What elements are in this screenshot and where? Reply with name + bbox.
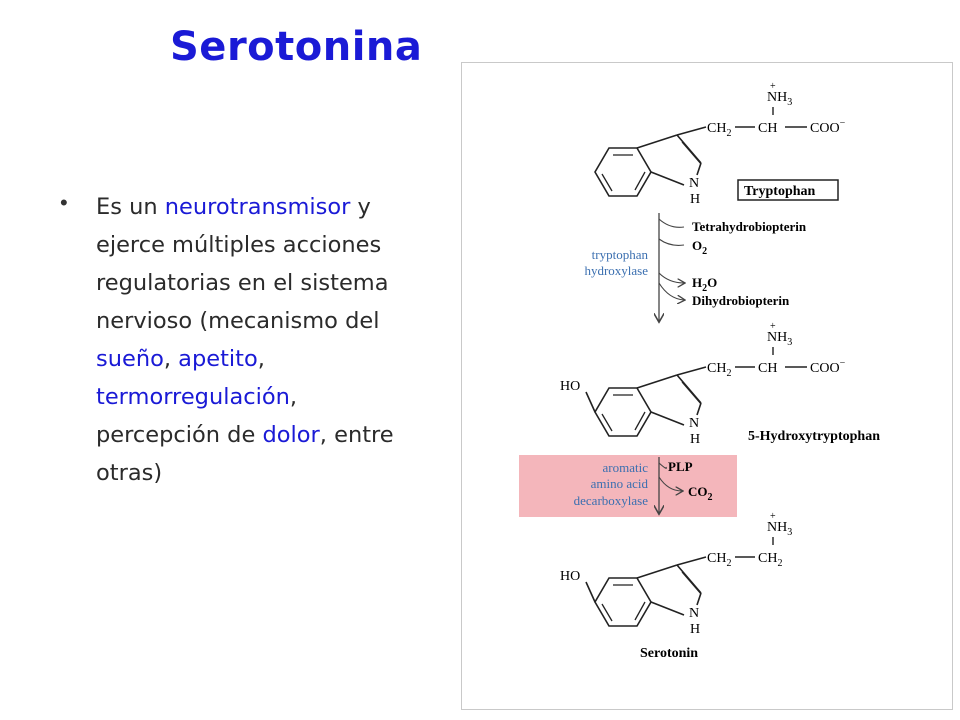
water-output: H2O	[692, 275, 717, 294]
slide-title: Serotonina	[170, 24, 423, 70]
highlighted-term: sueño	[96, 346, 164, 372]
svg-text:N: N	[689, 416, 699, 431]
bullet-text-segment: ,	[257, 346, 265, 372]
bullet-text-segment: , percepción de	[96, 384, 298, 448]
decarboxylase-highlight	[519, 455, 737, 517]
hydroxytryptophan-molecule: HO N H CH2 CH COO− NH3 + 5-Hydroxytrypto…	[560, 321, 880, 447]
tryptophan-ring-h: H	[690, 192, 700, 207]
cofactor-tetrahydrobiopterin: Tetrahydrobiopterin	[692, 219, 807, 234]
serotonin-synthesis-figure: N H CH2 CH COO− NH3 + Tryptophan Tetrahy…	[461, 62, 953, 710]
highlighted-term: neurotransmisor	[164, 194, 351, 220]
pathway-diagram: N H CH2 CH COO− NH3 + Tryptophan Tetrahy…	[519, 81, 880, 661]
bullet-list: • Es un neurotransmisor y ejerce múltipl…	[60, 188, 405, 492]
svg-text:H: H	[690, 432, 700, 447]
serotonin-molecule: HO N H CH2 CH2 NH3 + Serotonin	[560, 511, 792, 661]
step1-hydroxylation: Tetrahydrobiopterin O2 H2O Dihydrobiopte…	[584, 213, 807, 321]
svg-text:NH3: NH3	[767, 520, 792, 538]
bullet-text-segment: , entre otras)	[96, 422, 394, 486]
bullet-dot-icon: •	[60, 190, 68, 215]
co2-output: CO2	[688, 484, 713, 503]
svg-text:+: +	[770, 511, 776, 522]
highlighted-term: dolor	[262, 422, 320, 448]
svg-text:N: N	[689, 606, 699, 621]
svg-text:+: +	[770, 321, 776, 332]
bullet-text-segment: Es un	[96, 194, 165, 220]
hydroxytryptophan-label: 5-Hydroxytryptophan	[748, 429, 880, 444]
svg-text:CH2: CH2	[707, 121, 731, 139]
svg-text:NH3: NH3	[767, 330, 792, 348]
svg-text:+: +	[770, 81, 776, 92]
step2-decarboxylation: PLP CO2 aromatic amino acid decarboxylas…	[519, 455, 737, 517]
enzyme-decarboxylase-line1: aromatic	[603, 460, 649, 475]
svg-text:COO−: COO−	[810, 358, 846, 376]
tryptophan-label: Tryptophan	[744, 184, 816, 199]
highlighted-term: apetito	[178, 346, 258, 372]
tryptophan-molecule: N H CH2 CH COO− NH3 + Tryptophan	[594, 81, 846, 207]
enzyme-tryptophan-hydroxylase-line2: hydroxylase	[584, 263, 648, 278]
svg-text:COO−: COO−	[810, 118, 846, 136]
svg-text:HO: HO	[560, 569, 580, 584]
enzyme-decarboxylase-line2: amino acid	[591, 476, 649, 491]
svg-text:H: H	[690, 622, 700, 637]
bullet-text-segment: ,	[163, 346, 179, 372]
svg-text:CH: CH	[758, 361, 777, 376]
svg-text:CH2: CH2	[707, 361, 731, 379]
enzyme-decarboxylase-line3: decarboxylase	[574, 493, 649, 508]
tryptophan-ring-n: N	[689, 176, 699, 191]
svg-text:CH: CH	[758, 121, 777, 136]
highlighted-term: termorregulación	[96, 384, 290, 410]
bullet-text-segment: y ejerce múltiples acciones regulatorias…	[96, 194, 389, 334]
svg-text:NH3: NH3	[767, 90, 792, 108]
enzyme-tryptophan-hydroxylase-line1: tryptophan	[592, 247, 649, 262]
svg-text:CH2: CH2	[707, 551, 731, 569]
serotonin-label: Serotonin	[640, 646, 698, 661]
bullet-text: Es un neurotransmisor y ejerce múltiples…	[96, 188, 405, 492]
dihydrobiopterin-output: Dihydrobiopterin	[692, 293, 790, 308]
hydroxyl-group: HO	[560, 379, 580, 394]
svg-text:CH2: CH2	[758, 551, 782, 569]
cofactor-plp: PLP	[668, 459, 693, 474]
oxygen-input: O2	[692, 238, 707, 257]
